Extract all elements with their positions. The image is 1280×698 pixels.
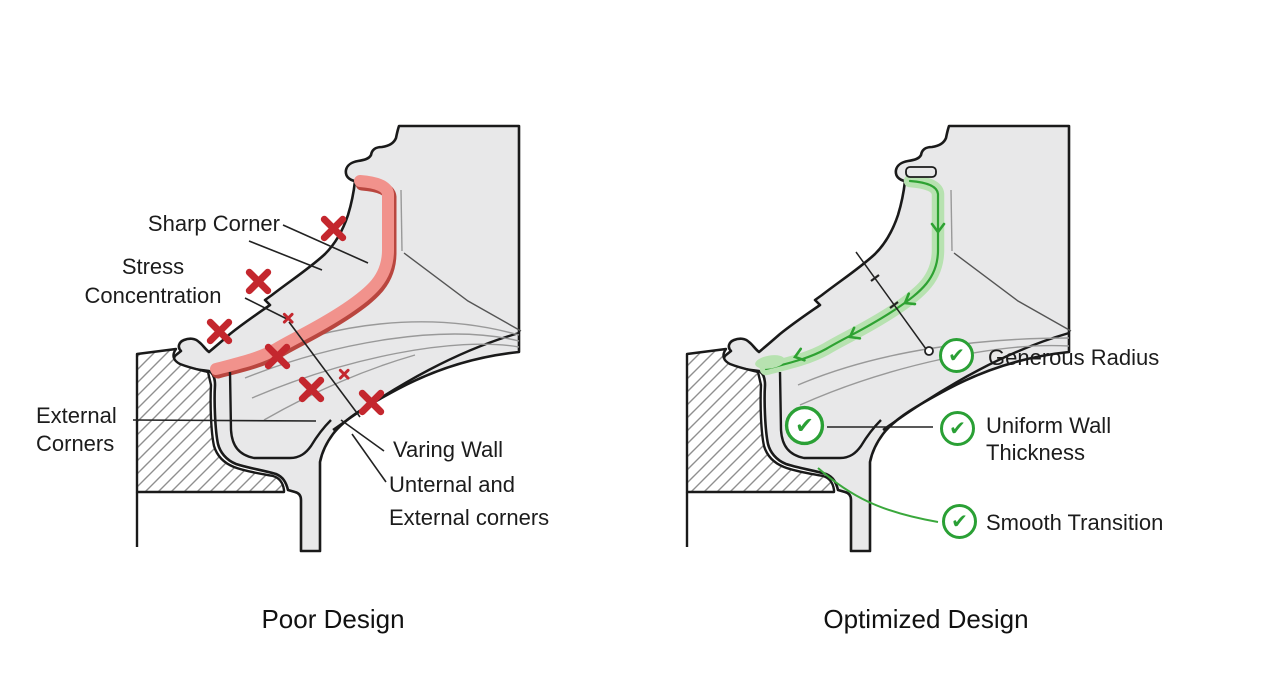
- block-junction-line: [403, 252, 522, 332]
- pocket-wall: [778, 371, 882, 460]
- defect-x-icon: [318, 213, 348, 243]
- external-line1: External: [36, 403, 117, 428]
- check-icon: ✔: [939, 338, 974, 373]
- hatched-block-pattern: [685, 347, 836, 494]
- corners-line2: External corners: [389, 505, 550, 530]
- stress-concentration-label: Stress Concentration: [58, 252, 248, 310]
- check-icon: ✔: [942, 504, 977, 539]
- external-corners-label: External Corners: [36, 402, 117, 458]
- leader-lines-left: [132, 224, 387, 483]
- optimized-design-caption: Optimized Design: [823, 604, 1029, 634]
- gate-cap: [905, 166, 937, 178]
- defect-x-icon-small: [338, 368, 351, 381]
- check-icon: ✔: [784, 405, 825, 446]
- part-body: [722, 124, 1071, 553]
- pocket-wall: [228, 371, 332, 460]
- external-line2: Corners: [36, 431, 115, 456]
- optimized-design-part: [685, 124, 1072, 553]
- rim-line: [882, 331, 1070, 431]
- poor-design-caption: Poor Design: [261, 604, 405, 634]
- defect-x-icon: [296, 374, 326, 404]
- poor-design-part: [132, 124, 522, 553]
- defect-x-icon: [356, 387, 386, 417]
- defect-x-icon-small: [282, 312, 295, 325]
- radius-dimension-line: [855, 251, 934, 356]
- internal-external-corners-label: Unternal and External corners: [389, 468, 549, 534]
- check-icon: ✔: [940, 411, 975, 446]
- flow-arrows: [792, 222, 946, 362]
- part-body: [172, 124, 521, 553]
- smooth-transition-leader: [817, 467, 939, 523]
- check-glyph: ✔: [795, 413, 814, 438]
- stress-line1: Stress: [121, 254, 185, 279]
- uniform-line1: Uniform Wall: [986, 413, 1112, 438]
- flow-path: [759, 174, 945, 376]
- check-glyph: ✔: [948, 344, 965, 367]
- stress-line2: Concentration: [84, 283, 222, 308]
- block-junction-line: [953, 252, 1072, 332]
- check-glyph: ✔: [951, 510, 968, 533]
- uniform-wall-thickness-label: Uniform Wall Thickness: [986, 412, 1111, 466]
- corners-line1: Unternal and: [389, 472, 515, 497]
- check-glyph: ✔: [949, 417, 966, 440]
- defect-x-icon: [262, 341, 292, 371]
- defect-x-icon: [204, 316, 234, 346]
- uniform-line2: Thickness: [986, 440, 1086, 465]
- sharp-corner-label: Sharp Corner: [147, 211, 280, 236]
- smooth-transition-label: Smooth Transition: [986, 510, 1164, 535]
- flow-end-blob: [755, 355, 785, 369]
- varing-wall-label: Varing Wall: [393, 437, 504, 462]
- generous-radius-label: Generous Radius: [988, 345, 1160, 370]
